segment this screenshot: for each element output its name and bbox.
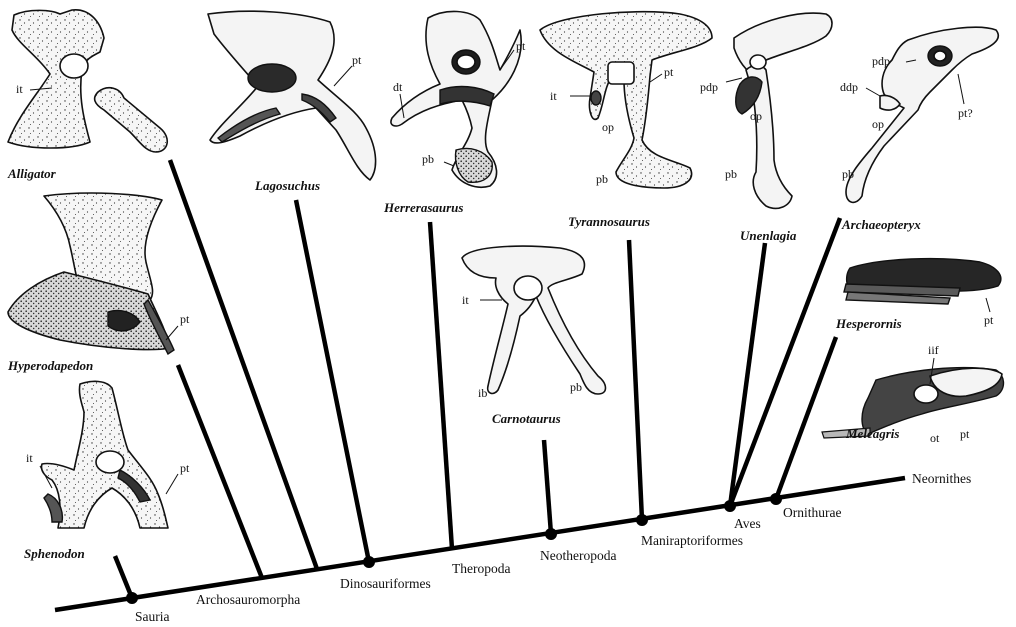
clade-sauria: Sauria	[135, 609, 170, 624]
clade-aves: Aves	[734, 516, 761, 531]
clade-archosauromorpha: Archosauromorpha	[196, 592, 300, 607]
lagosuchus-pt-label: pt	[352, 53, 362, 67]
archaeopteryx-op-label: op	[872, 117, 884, 131]
taxon-hesperornis: Hesperornis	[835, 316, 902, 331]
archaeopteryx-ddp-label: ddp	[840, 80, 858, 94]
branch-tyrannosaurus	[629, 240, 642, 520]
clade-neornithes: Neornithes	[912, 471, 971, 486]
node-maniraptoriformes	[636, 514, 648, 526]
branch-alligator	[170, 160, 317, 569]
herrerasaurus-pb-label: pb	[422, 152, 434, 166]
node-ornithurae	[770, 493, 782, 505]
clade-theropoda: Theropoda	[452, 561, 510, 576]
taxon-carnotaurus: Carnotaurus	[492, 411, 561, 426]
hyperodapedon-pt-label: pt	[180, 312, 190, 326]
clade-ornithurae: Ornithurae	[783, 505, 841, 520]
branch-lagosuchus	[296, 200, 369, 562]
herrerasaurus-pelvis-illustration: pt dt pb Herrerasaurus	[383, 11, 526, 215]
meleagris-pelvis-illustration: iif ot pt Meleagris	[822, 343, 1004, 445]
taxon-meleagris: Meleagris	[845, 426, 899, 441]
taxon-lagosuchus: Lagosuchus	[254, 178, 320, 193]
hesperornis-pelvis-illustration: pt Hesperornis	[835, 259, 1001, 331]
unenlagia-pelvis-illustration: pdp op pb Unenlagia	[700, 13, 832, 243]
sphenodon-pt-label: pt	[180, 461, 190, 475]
clade-dinosauriformes: Dinosauriformes	[340, 576, 431, 591]
archaeopteryx-pelvis-illustration: pdp ddp op pt? pb Archaeopteryx	[840, 27, 998, 232]
taxon-archaeopteryx: Archaeopteryx	[841, 217, 921, 232]
unenlagia-pb-label: pb	[725, 167, 737, 181]
taxon-hyperodapedon: Hyperodapedon	[7, 358, 93, 373]
branch-unenlagia	[730, 243, 765, 506]
node-aves	[724, 500, 736, 512]
taxon-alligator: Alligator	[7, 166, 57, 181]
meleagris-pt-label: pt	[960, 427, 970, 441]
unenlagia-pdp-label: pdp	[700, 80, 718, 94]
hyperodapedon-pelvis-illustration: pt Hyperodapedon	[7, 193, 190, 373]
carnotaurus-ib-label: ib	[478, 386, 487, 400]
meleagris-iif-label: iif	[928, 343, 939, 357]
branch-carnotaurus	[544, 440, 551, 534]
archaeopteryx-pdp-label: pdp	[872, 54, 890, 68]
herrerasaurus-pt-label: pt	[516, 39, 526, 53]
lagosuchus-pelvis-illustration: pt Lagosuchus	[208, 11, 376, 193]
branch-archaeopteryx	[730, 218, 840, 506]
carnotaurus-pb-label: pb	[570, 380, 582, 394]
meleagris-ot-label: ot	[930, 431, 940, 445]
tyrannosaurus-pelvis-illustration: it pt op pb Tyrannosaurus	[540, 12, 712, 229]
sphenodon-it-label: it	[26, 451, 33, 465]
taxon-unenlagia: Unenlagia	[740, 228, 797, 243]
herrerasaurus-dt-label: dt	[393, 80, 403, 94]
unenlagia-op-label: op	[750, 109, 762, 123]
clade-neotheropoda: Neotheropoda	[540, 548, 616, 563]
clade-maniraptoriformes: Maniraptoriformes	[641, 533, 743, 548]
tyrannosaurus-it-label: it	[550, 89, 557, 103]
hesperornis-pt-label: pt	[984, 313, 994, 327]
taxon-sphenodon: Sphenodon	[24, 546, 85, 561]
branch-herrerasaurus	[430, 222, 452, 549]
branch-hyperodapedon	[178, 365, 262, 578]
alligator-it-label: it	[16, 82, 23, 96]
node-neotheropoda	[545, 528, 557, 540]
tyrannosaurus-pb-label: pb	[596, 172, 608, 186]
node-sauria	[126, 592, 138, 604]
branch-sphenodon	[115, 556, 132, 598]
carnotaurus-pelvis-illustration: it ib pb Carnotaurus	[462, 246, 606, 426]
archaeopteryx-pt-label: pt?	[958, 106, 973, 120]
sphenodon-pelvis-illustration: it pt Sphenodon	[24, 381, 190, 561]
node-dinosauriformes	[363, 556, 375, 568]
taxon-herrerasaurus: Herrerasaurus	[383, 200, 463, 215]
alligator-pelvis-illustration: it Alligator	[7, 10, 167, 181]
taxon-tyrannosaurus: Tyrannosaurus	[568, 214, 650, 229]
tyrannosaurus-op-label: op	[602, 120, 614, 134]
archaeopteryx-pb-label: pb	[842, 167, 854, 181]
tyrannosaurus-pt-label: pt	[664, 65, 674, 79]
carnotaurus-it-label: it	[462, 293, 469, 307]
clade-labels: Sauria Archosauromorpha Dinosauriformes …	[135, 471, 971, 624]
